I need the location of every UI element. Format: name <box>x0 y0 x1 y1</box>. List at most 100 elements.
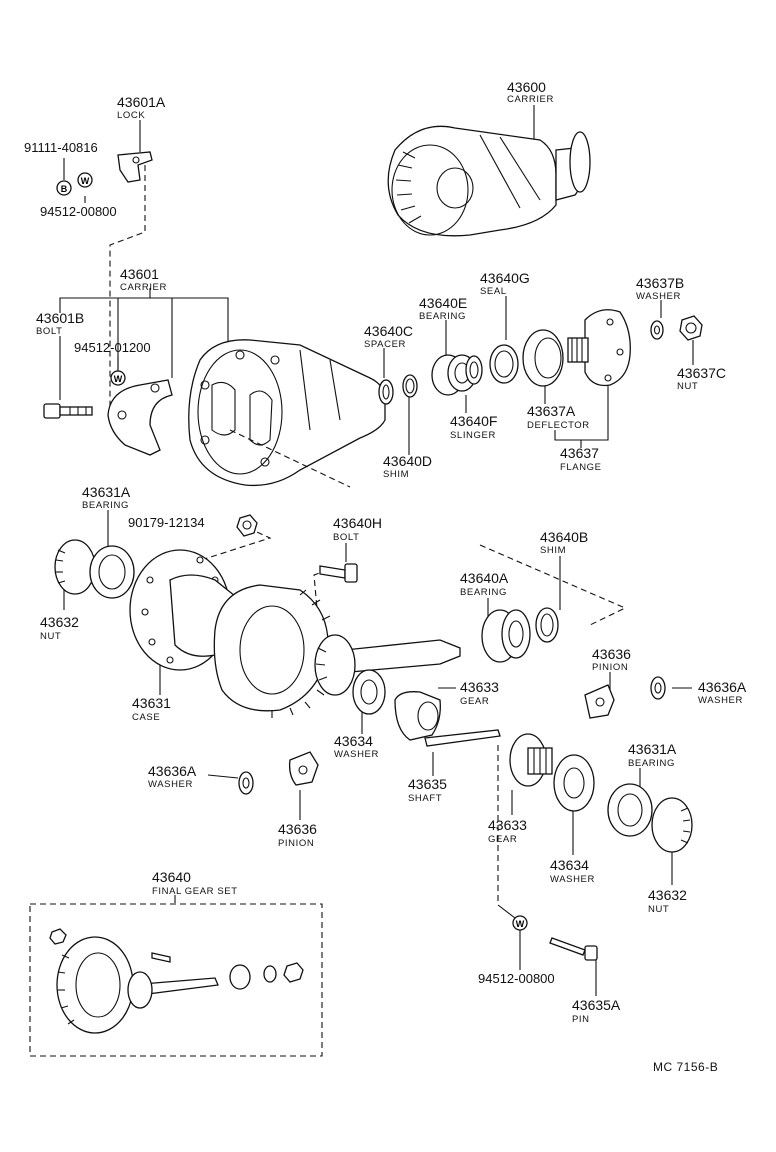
label-43637A-number: 43637A <box>527 403 576 419</box>
label-43637-name: FLANGE <box>560 462 602 473</box>
label-43637C-number: 43637C <box>677 365 726 381</box>
side-gear-left-drawing <box>394 691 441 741</box>
side-bearing-right-drawing <box>607 783 693 853</box>
label-43634-right-number: 43634 <box>550 857 589 873</box>
side-bearing-left-drawing <box>54 539 135 599</box>
label-43635A-name: PIN <box>572 1014 590 1025</box>
label-43640-name: FINAL GEAR SET <box>152 886 238 897</box>
label-43633-bot-name: GEAR <box>488 834 517 845</box>
washer-symbol-mid: W <box>110 370 126 386</box>
label-43633-bot-number: 43633 <box>488 817 527 833</box>
label-43640-number: 43640 <box>152 869 191 885</box>
label-94512-bot-number: 94512-00800 <box>478 971 555 986</box>
label-43637-number: 43637 <box>560 445 599 461</box>
label-43637C-name: NUT <box>677 381 698 392</box>
lock-nut-drawing <box>236 514 258 537</box>
label-43601B-name: BOLT <box>36 326 63 337</box>
label-43636-right-name: PINION <box>592 662 628 673</box>
label-43636A-right-number: 43636A <box>698 679 747 695</box>
label-43601A-number: 43601A <box>117 94 166 110</box>
carrier-bolt-drawing <box>43 403 93 419</box>
companion-flange-drawing <box>567 309 631 387</box>
b-mark-text: B <box>61 184 68 194</box>
pinion-shim-drawing <box>535 607 559 643</box>
label-43640D-name: SHIM <box>383 469 409 480</box>
label-43640B-number: 43640B <box>540 529 588 545</box>
lock-plate-drawing <box>117 151 153 183</box>
label-43600-number: 43600 <box>507 79 546 95</box>
label-43631A-bot-name: BEARING <box>628 758 675 769</box>
label-43601B-number: 43601B <box>36 310 84 326</box>
label-43640C-name: SPACER <box>364 339 406 350</box>
label-43640G-number: 43640G <box>480 270 530 286</box>
label-43640H-name: BOLT <box>333 532 360 543</box>
label-43636A-right-name: WASHER <box>698 695 743 706</box>
shim-drawing <box>402 374 418 398</box>
label-43636-right-number: 43636 <box>592 646 631 662</box>
pinion-shaft-drawing <box>424 729 501 747</box>
label-43632-bot-name: NUT <box>648 904 669 915</box>
label-43640F-name: SLINGER <box>450 430 496 441</box>
leader-lines <box>59 105 694 996</box>
label-43640B-name: SHIM <box>540 545 566 556</box>
label-43640H-number: 43640H <box>333 515 382 531</box>
label-43640G-name: SEAL <box>480 286 507 297</box>
diagram-reference-code: MC 7156-B <box>653 1060 718 1074</box>
label-43634-left-name: WASHER <box>334 749 379 760</box>
label-43601A-name: LOCK <box>117 110 145 121</box>
label-43634-right-name: WASHER <box>550 874 595 885</box>
label-group: 43600 CARRIER 43601A LOCK 91111-40816 94… <box>24 79 747 1074</box>
side-gear-washer-left-drawing <box>352 669 386 715</box>
label-43640A-number: 43640A <box>460 570 509 586</box>
w-mark-text: W <box>516 919 525 929</box>
label-43631A-top-number: 43631A <box>82 484 131 500</box>
label-43635-name: SHAFT <box>408 793 442 804</box>
bolt-symbol-top: B <box>56 180 72 196</box>
carrier-housing-drawing <box>188 339 386 488</box>
bearing-cap-drawing <box>107 379 173 456</box>
w-mark-text: W <box>114 374 123 384</box>
carrier-assembly-drawing <box>387 125 591 237</box>
label-43632-top-name: NUT <box>40 631 61 642</box>
label-43635A-number: 43635A <box>572 997 621 1013</box>
spacer-drawing <box>378 379 394 405</box>
label-43600-name: CARRIER <box>507 94 554 105</box>
label-43637B-number: 43637B <box>636 275 684 291</box>
deflector-drawing <box>522 329 564 387</box>
label-43601-number: 43601 <box>120 266 159 282</box>
label-43640E-name: BEARING <box>419 311 466 322</box>
label-43640D-number: 43640D <box>383 453 432 469</box>
flange-nut-drawing <box>679 315 703 341</box>
pinion-washer-right-drawing <box>650 676 666 700</box>
differential-case-drawing <box>129 549 337 718</box>
label-91111-number: 91111-40816 <box>24 140 98 155</box>
pinion-washer-left-drawing <box>238 771 254 795</box>
final-gear-set-box <box>29 903 323 1057</box>
pinion-rear-bearing-drawing <box>481 609 531 663</box>
label-43634-left-number: 43634 <box>334 733 373 749</box>
label-43640C-number: 43640C <box>364 323 413 339</box>
oil-seal-drawing <box>489 344 519 384</box>
w-mark-text: W <box>81 176 90 186</box>
label-94512-mid-number: 94512-01200 <box>74 340 151 355</box>
label-43637A-name: DEFLECTOR <box>527 420 590 431</box>
label-43636A-left-number: 43636A <box>148 763 197 779</box>
flange-washer-drawing <box>650 320 664 340</box>
label-43631A-top-name: BEARING <box>82 500 129 511</box>
drive-pinion-drawing <box>314 634 461 696</box>
washer-symbol-bottom: W <box>512 915 528 931</box>
label-43636-left-number: 43636 <box>278 821 317 837</box>
label-43635-number: 43635 <box>408 776 447 792</box>
label-90179-number: 90179-12134 <box>128 515 205 530</box>
label-43631-name: CASE <box>132 712 160 723</box>
side-gear-right-drawing <box>509 733 553 787</box>
label-43640F-number: 43640F <box>450 413 497 429</box>
label-43631A-bot-number: 43631A <box>628 741 677 757</box>
label-43633-top-number: 43633 <box>460 679 499 695</box>
straight-pin-drawing <box>549 937 598 961</box>
label-43640E-number: 43640E <box>419 295 467 311</box>
pinion-gear-right-drawing <box>584 684 615 719</box>
slinger-drawing <box>465 355 483 385</box>
label-94512-top-number: 94512-00800 <box>40 204 117 219</box>
